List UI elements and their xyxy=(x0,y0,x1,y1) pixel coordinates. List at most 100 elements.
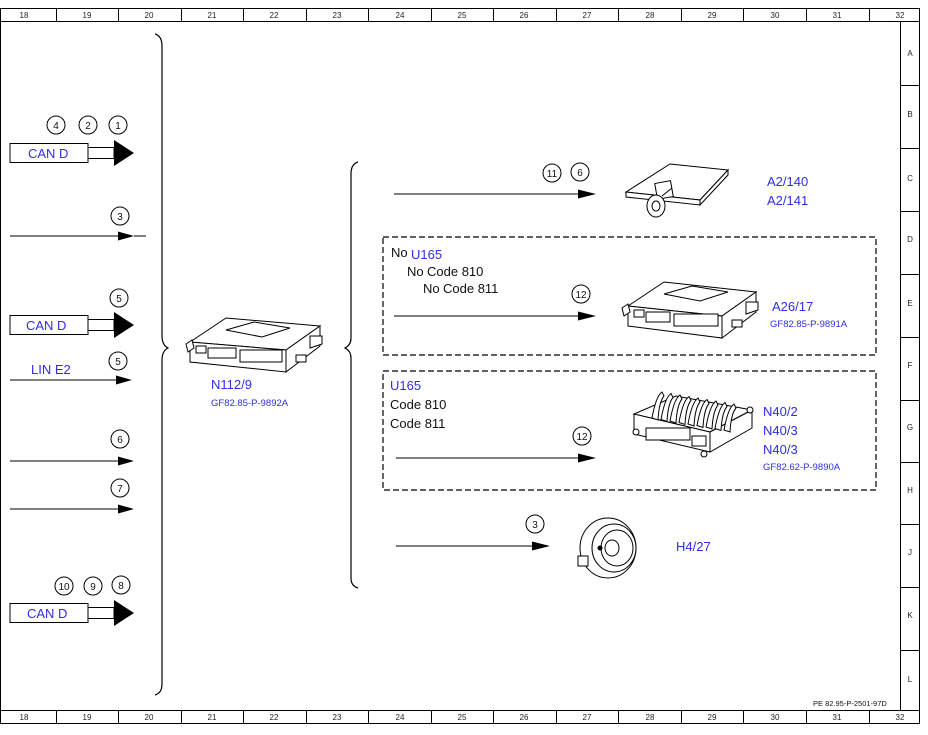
ruler-column-label: 26 xyxy=(520,713,529,722)
ruler-column-label: 20 xyxy=(145,11,154,20)
svg-text:5: 5 xyxy=(116,294,122,305)
ref-circle-3b: 3 xyxy=(525,514,545,534)
ruler-column-label: 32 xyxy=(896,11,905,20)
ruler-column-label: 31 xyxy=(833,713,842,722)
ruler-column-label: 28 xyxy=(646,11,655,20)
ruler-row-label: K xyxy=(907,611,913,620)
ruler-row-label: A xyxy=(907,49,913,58)
ruler-row-label: C xyxy=(907,174,913,183)
no-prefix: No xyxy=(407,264,424,279)
signal-line-a26 xyxy=(394,311,596,321)
h4-27-label: H4/27 xyxy=(676,539,711,554)
ruler-column-label: 19 xyxy=(83,11,92,20)
speaker-icon xyxy=(577,517,637,579)
drawing-id: PE 82.95-P-2501-97D xyxy=(813,699,887,708)
ref-circle-10: 10 xyxy=(54,576,74,596)
page-frame xyxy=(0,8,920,724)
control-unit-icon xyxy=(621,281,759,340)
svg-text:10: 10 xyxy=(58,582,70,593)
ref-circle-1: 1 xyxy=(108,115,128,135)
ref-circle-3: 3 xyxy=(110,206,130,226)
ruler-row-label: B xyxy=(907,110,912,119)
ruler-column-label: 31 xyxy=(833,11,842,20)
n40-3-label: N40/3 xyxy=(763,442,798,457)
ruler-column-label: 18 xyxy=(20,713,29,722)
code-810: Code 810 xyxy=(390,397,446,412)
code-811: Code 811 xyxy=(390,416,445,431)
svg-text:12: 12 xyxy=(575,290,587,301)
ref-circle-12: 12 xyxy=(571,284,591,304)
ruler-column-label: 32 xyxy=(896,713,905,722)
ruler-column-label: 21 xyxy=(208,713,217,722)
signal-line-7 xyxy=(10,504,134,514)
ruler-column-label: 27 xyxy=(583,11,592,20)
heatsink-fin xyxy=(723,403,737,433)
ref-circle-2: 2 xyxy=(78,115,98,135)
ruler-row-label: E xyxy=(907,299,912,308)
ruler-row-label: H xyxy=(907,486,913,495)
ruler-column-label: 24 xyxy=(396,11,405,20)
n112-9-label: N112/9 xyxy=(211,377,252,392)
a26-17-doc-ref: GF82.85-P-9891A xyxy=(770,319,848,330)
ref-circle-11: 11 xyxy=(542,163,562,183)
ruler-column-label: 22 xyxy=(270,11,279,20)
a2-140-label: A2/140 xyxy=(767,174,808,189)
svg-text:8: 8 xyxy=(118,581,124,592)
lin-e2-input: LIN E2 xyxy=(10,362,132,385)
ruler-row-label: L xyxy=(908,675,913,684)
code-811: Code 811 xyxy=(443,281,498,296)
n40-doc-ref: GF82.62-P-9890A xyxy=(763,462,841,473)
ruler-row-label: J xyxy=(908,548,912,557)
heatsink-fin xyxy=(669,394,683,424)
svg-text:2: 2 xyxy=(85,121,91,132)
svg-text:5: 5 xyxy=(115,357,121,368)
ref-circle-4: 4 xyxy=(46,115,66,135)
ref-circle-8: 8 xyxy=(111,575,131,595)
can-d-label: CAN D xyxy=(28,146,68,161)
ref-circle-12b: 12 xyxy=(572,426,592,446)
can-d-input-1: CAN D xyxy=(9,140,134,166)
antenna-module-icon xyxy=(624,163,730,218)
ruler-row-label: D xyxy=(907,235,913,244)
signal-line-3 xyxy=(10,231,146,241)
svg-text:1: 1 xyxy=(115,121,121,132)
ruler-column-label: 25 xyxy=(458,11,467,20)
ruler-column-label: 19 xyxy=(83,713,92,722)
can-d-label: CAN D xyxy=(26,318,66,333)
svg-text:11: 11 xyxy=(547,169,558,180)
ref-circle-6: 6 xyxy=(110,429,130,449)
code-u165: U165 xyxy=(411,247,442,262)
n40-2-label: N40/2 xyxy=(763,404,798,419)
ruler-column-label: 23 xyxy=(333,11,342,20)
signal-line-h4 xyxy=(396,541,550,551)
ref-circle-5b: 5 xyxy=(108,351,128,371)
ref-circle-5: 5 xyxy=(109,288,129,308)
heatsink-fin xyxy=(714,401,728,432)
a2-141-label: A2/141 xyxy=(767,193,808,208)
left-brace xyxy=(154,33,170,696)
code-810: Code 810 xyxy=(427,264,483,279)
svg-text:3: 3 xyxy=(117,212,123,223)
ruler-column-label: 20 xyxy=(145,713,154,722)
option-box-no-u165 xyxy=(382,236,877,356)
amplifier-heatsink-icon xyxy=(632,391,754,458)
heatsink-fin xyxy=(687,397,701,427)
signal-line-a2 xyxy=(394,189,596,199)
svg-text:9: 9 xyxy=(90,582,96,593)
ruler-column-label: 30 xyxy=(771,713,780,722)
n112-9-doc-ref: GF82.85-P-9892A xyxy=(211,398,289,409)
heatsink-fin xyxy=(660,392,674,423)
signal-line-6 xyxy=(10,456,134,466)
svg-text:4: 4 xyxy=(53,121,59,132)
svg-text:7: 7 xyxy=(117,484,123,495)
signal-line-n40 xyxy=(396,453,596,463)
ruler-row-label: F xyxy=(908,361,913,370)
ref-circle-7: 7 xyxy=(110,478,130,498)
svg-text:3: 3 xyxy=(532,520,538,531)
n40-3-label: N40/3 xyxy=(763,423,798,438)
can-d-label: CAN D xyxy=(27,606,67,621)
heatsink-fin xyxy=(705,400,719,430)
heatsink-fin xyxy=(651,391,665,421)
ref-circle-9: 9 xyxy=(83,576,103,596)
